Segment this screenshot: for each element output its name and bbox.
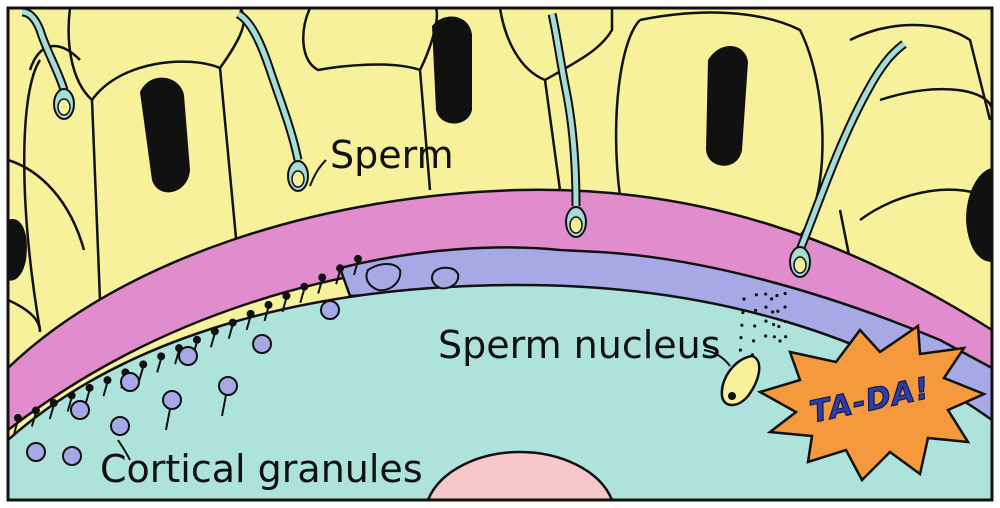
fused-granule: [353, 254, 362, 276]
sperm-nucleus-leader: [703, 349, 731, 367]
trail-dot: [739, 336, 743, 340]
cortical-granule: [110, 416, 130, 436]
trail-dot: [784, 335, 788, 339]
trail-dot: [772, 322, 776, 327]
trail-dot: [777, 324, 781, 329]
follicle-vacuoles: [8, 16, 992, 281]
fused-granule: [209, 327, 219, 348]
trail-dot: [742, 297, 746, 301]
label-sperm: Sperm: [330, 133, 454, 177]
egg-nucleus: [426, 450, 614, 502]
cortical-granules: [26, 300, 340, 466]
cortical-granule: [218, 376, 238, 417]
trail-dot: [753, 324, 757, 328]
follicle-cells: [7, 7, 994, 333]
fusing-granule-blobs: [365, 263, 460, 292]
sperm: [235, 9, 309, 192]
trail-dot: [775, 293, 779, 298]
vacuole: [140, 77, 190, 193]
fused-granule: [227, 318, 237, 339]
trail-dot: [740, 323, 744, 327]
cortical-granule: [320, 300, 340, 320]
cell-outline: [23, 44, 81, 331]
trail-dot: [783, 319, 787, 324]
cortical-granule: [120, 372, 140, 392]
ta-da-burst: TA-DA!: [756, 323, 988, 483]
trail-dot: [754, 293, 758, 297]
sperm-nucleus: [720, 354, 761, 407]
cortical-granules-leader: [117, 439, 131, 461]
burst-shape: [756, 323, 988, 483]
fused-granule: [317, 273, 327, 294]
fused-granule: [13, 414, 22, 435]
cortical-granule: [162, 390, 182, 431]
sperm: [547, 12, 587, 238]
sperm: [789, 40, 907, 278]
fused-granule: [245, 309, 255, 331]
trail-dot: [771, 310, 775, 314]
sperm: [21, 7, 75, 120]
trail-dot: [776, 309, 780, 313]
fused-granule: [156, 352, 166, 373]
cortical-granule: [178, 346, 198, 366]
granule-blob: [431, 266, 460, 290]
cell-outline: [838, 23, 994, 261]
trail-dot: [738, 348, 742, 352]
fused-granule: [281, 291, 291, 313]
trail-dot: [764, 305, 768, 309]
sperm-leader: [309, 159, 327, 187]
fused-granule: [102, 376, 112, 397]
fused-granule: [84, 383, 94, 405]
trail-dot: [764, 319, 768, 323]
trail-dot: [751, 339, 756, 343]
fused-granules-row: [13, 254, 362, 435]
cell-outline: [614, 11, 824, 237]
fused-granule: [66, 391, 76, 412]
label-sperm-nucleus: Sperm nucleus: [438, 323, 721, 367]
fused-granule: [299, 282, 309, 304]
fused-granule: [263, 300, 273, 322]
sperm-cells: [21, 7, 907, 278]
vacuole: [706, 45, 748, 166]
fused-granule: [335, 264, 345, 285]
trail-dot: [783, 305, 787, 309]
cell-outline: [7, 158, 86, 333]
trail-dot: [772, 335, 776, 339]
trail-dot: [764, 334, 768, 338]
sperm-nucleus-dot: [728, 392, 736, 400]
fused-granule: [138, 360, 148, 381]
fused-granule: [30, 406, 40, 427]
cortical-granule: [70, 400, 90, 420]
leader-lines: [117, 159, 731, 461]
trail-dot: [754, 308, 758, 313]
sperm-entry-trail: [738, 291, 788, 357]
cell-outline: [498, 7, 614, 191]
cortical-granule: [252, 334, 272, 354]
panel-frame: [6, 6, 994, 502]
vacuole: [432, 16, 472, 124]
trail-dot: [783, 291, 787, 296]
trail-dot: [778, 339, 782, 343]
vacuole: [8, 219, 27, 281]
trail-dot: [750, 353, 755, 357]
granule-blob: [365, 263, 402, 292]
fused-granule: [48, 399, 58, 420]
vacuole: [966, 168, 992, 262]
trail-dot: [769, 297, 774, 301]
trail-dot: [764, 292, 768, 296]
cortical-granule: [62, 446, 82, 466]
cortical-granule: [26, 442, 46, 462]
label-cortical-granules: Cortical granules: [100, 447, 423, 491]
trail-dot: [741, 310, 745, 315]
